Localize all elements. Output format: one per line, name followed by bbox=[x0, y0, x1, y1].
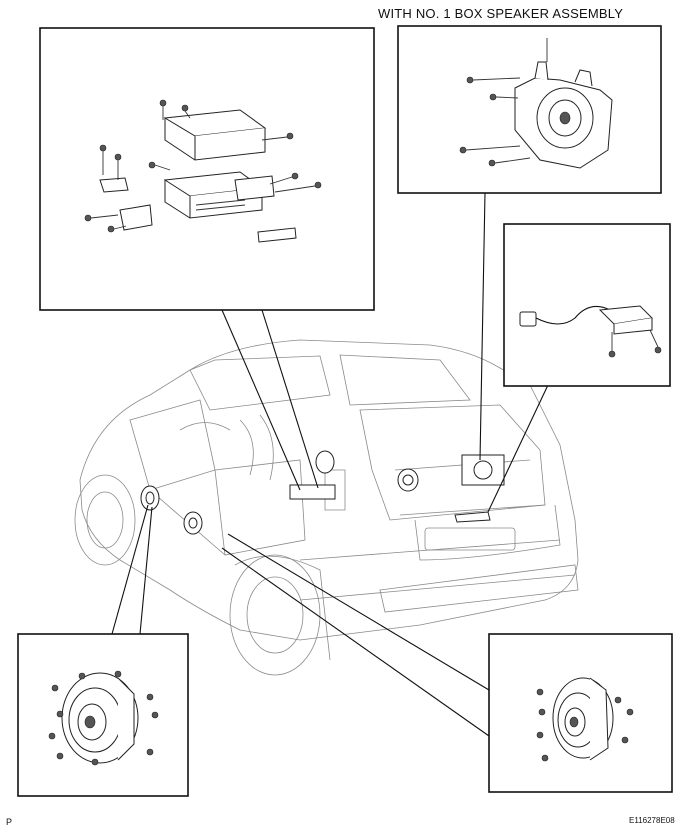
leader-lines bbox=[111, 192, 549, 737]
vehicle-outline bbox=[74, 339, 579, 676]
diagram-title: WITH NO. 1 BOX SPEAKER ASSEMBLY bbox=[378, 6, 624, 21]
page-marker: P bbox=[6, 817, 13, 827]
rear-quarter-speaker-location bbox=[315, 450, 335, 474]
connector-bracket-detail-box bbox=[503, 223, 671, 387]
figure-code: E116278E08 bbox=[629, 816, 675, 825]
vehicle-components bbox=[140, 450, 505, 535]
box-speaker-detail-box bbox=[397, 25, 662, 194]
rear-door-speaker-detail-box bbox=[488, 633, 673, 793]
radio-receiver-location bbox=[289, 484, 336, 500]
connector-bracket-location bbox=[454, 511, 491, 523]
radio-receiver-detail-box bbox=[39, 27, 375, 311]
front-door-speaker-detail-box bbox=[17, 633, 189, 797]
